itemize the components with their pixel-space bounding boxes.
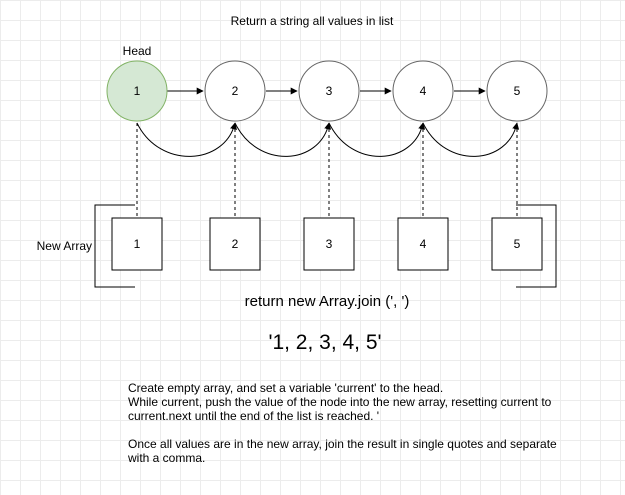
node-circle xyxy=(204,60,266,122)
node-label: 4 xyxy=(420,84,427,98)
description-line-2: While current, push the value of the nod… xyxy=(128,395,552,423)
result-string: '1, 2, 3, 4, 5' xyxy=(268,331,381,354)
list-node: 1 xyxy=(106,60,168,122)
node-label: 5 xyxy=(514,84,521,98)
array-cell: 2 xyxy=(209,217,261,271)
node-circle xyxy=(486,60,548,122)
array-bracket-left xyxy=(94,204,135,288)
current-next-curve-4 xyxy=(422,122,520,157)
array-cell-label: 1 xyxy=(134,237,141,251)
node-label: 3 xyxy=(326,84,333,98)
list-node: 2 xyxy=(204,60,266,122)
array-cell-box xyxy=(111,217,163,271)
array-cell-label: 5 xyxy=(514,237,521,251)
array-cell-box xyxy=(209,217,261,271)
head-label: Head xyxy=(123,44,152,58)
list-node: 4 xyxy=(392,60,454,122)
node-circle xyxy=(392,60,454,122)
list-node: 3 xyxy=(298,60,360,122)
description-spacer xyxy=(128,423,568,437)
array-cell-label: 2 xyxy=(232,237,239,251)
node-circle xyxy=(298,60,360,122)
array-cell: 4 xyxy=(397,217,449,271)
node-label: 1 xyxy=(134,84,141,98)
current-next-curve-2 xyxy=(234,122,332,157)
array-cell-box xyxy=(303,217,355,271)
head-node-circle xyxy=(106,60,168,122)
return-statement: return new Array.join (', ') xyxy=(245,293,410,310)
array-cell-box xyxy=(397,217,449,271)
description-line-1: Create empty array, and set a variable '… xyxy=(128,381,444,395)
array-bracket-right xyxy=(516,204,557,288)
array-cell-label: 3 xyxy=(326,237,333,251)
diagram-title: Return a string all values in list xyxy=(231,14,394,28)
array-cell: 3 xyxy=(303,217,355,271)
node-label: 2 xyxy=(232,84,239,98)
array-cell: 1 xyxy=(111,217,163,271)
list-node: 5 xyxy=(486,60,548,122)
current-next-curve-1 xyxy=(136,122,237,157)
description-line-3: Once all values are in the new array, jo… xyxy=(128,437,557,465)
new-array-label: New Array xyxy=(37,239,92,253)
current-next-curve-3 xyxy=(328,122,426,157)
description: Create empty array, and set a variable '… xyxy=(128,381,568,465)
array-cell-box xyxy=(491,217,543,271)
array-cell: 5 xyxy=(491,217,543,271)
array-cell-label: 4 xyxy=(420,237,427,251)
